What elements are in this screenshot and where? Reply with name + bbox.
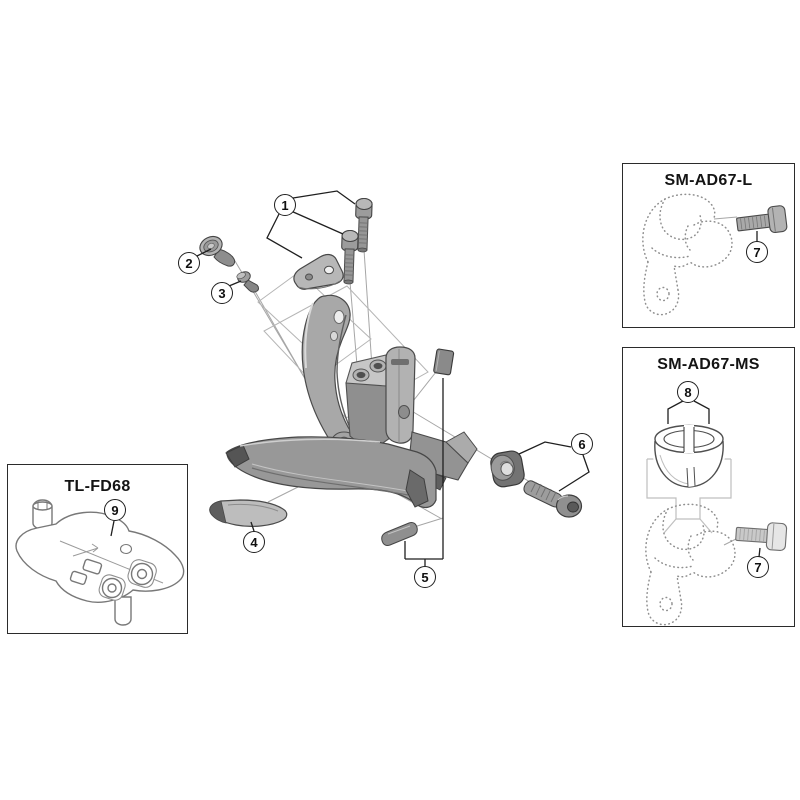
derailleur-body [345,346,478,491]
skid-plate [209,499,288,527]
panel-sm-ad67-ms: SM-AD67-MS [622,347,795,627]
callout-3: 3 [211,282,233,304]
support-bolt-nut [490,450,525,488]
callout-7-ms: 7 [747,556,769,578]
fixing-bolt-2 [339,229,359,285]
panel-sm-ad67-l: SM-AD67-L [622,163,795,328]
support-bolt [523,480,583,518]
callout-7-l: 7 [746,241,768,263]
panel-title: SM-AD67-MS [657,356,760,373]
callout-4: 4 [243,531,265,553]
protection-sticker [433,348,455,376]
panel-title: TL-FD68 [64,478,131,495]
callout-8: 8 [677,381,699,403]
cable-fixing-bolt [199,235,236,267]
mount-guide-outlines [257,271,429,419]
panel-tl-fd68: TL-FD68 [7,464,188,634]
chain-guide-cage [225,436,437,509]
adjust-screw [236,271,259,293]
panel-title: SM-AD67-L [664,172,753,189]
mount-plate [293,253,344,290]
callout-6: 6 [571,433,593,455]
callout-1: 1 [274,194,296,216]
fixing-bolt-1 [353,197,373,253]
callout-2: 2 [178,252,200,274]
cage-pin [381,522,418,546]
callout-5: 5 [414,566,436,588]
callout-9: 9 [104,499,126,521]
clamp-arm [301,294,357,451]
